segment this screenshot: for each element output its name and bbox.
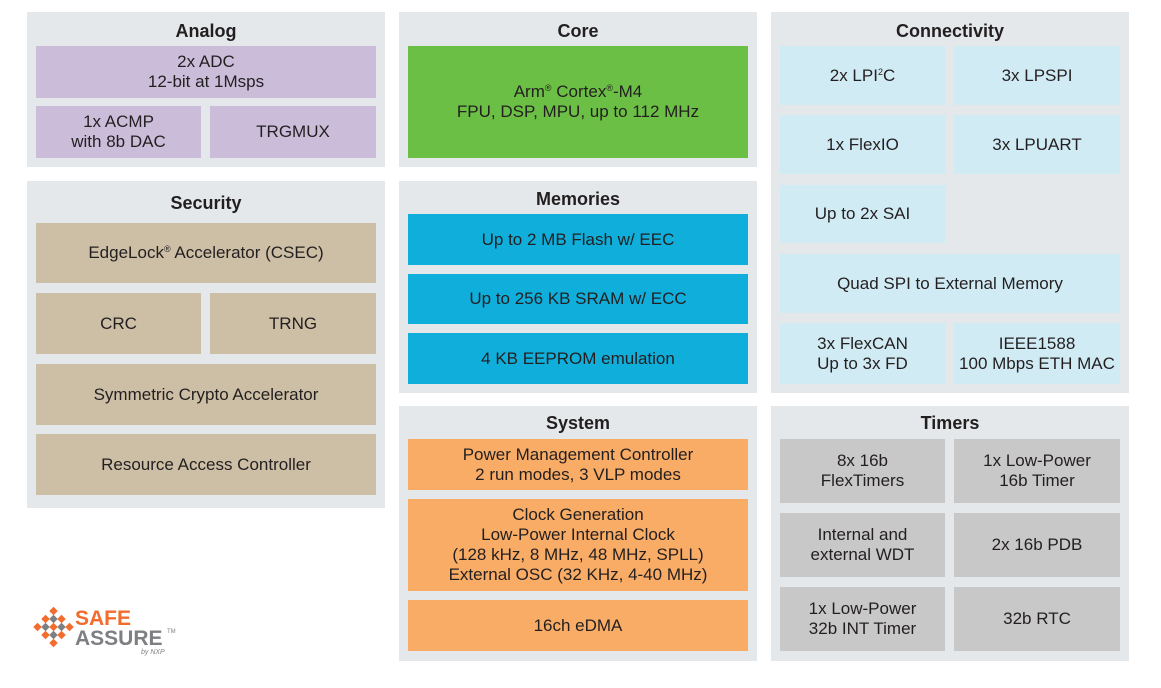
crypto-block: Symmetric Crypto Accelerator	[36, 364, 376, 425]
lpi2c-label: 2x LPI2C	[829, 65, 896, 85]
cpu-m4: -M4	[612, 82, 643, 101]
memories-panel: Memories Up to 2 MB Flash w/ EEC Up to 2…	[399, 181, 757, 393]
logo-byline: by NXP	[141, 649, 165, 656]
system-title: System	[545, 413, 611, 433]
lpi2c-block: 2x LPI2C	[780, 46, 945, 105]
sram-block: Up to 256 KB SRAM w/ ECC	[408, 274, 748, 324]
adc-line: 2x ADC	[177, 52, 235, 71]
flexio-label: 1x FlexIO	[826, 134, 899, 154]
analog-title: Analog	[175, 21, 237, 41]
flexcan-line: 3x FlexCAN	[817, 333, 908, 353]
trgmux-block: TRGMUX	[210, 106, 376, 158]
flexio-block: 1x FlexIO	[780, 115, 945, 174]
cpu-block: Arm® Cortex®-M4 FPU, DSP, MPU, up to 112…	[408, 46, 748, 158]
rtc-block: 32b RTC	[954, 587, 1120, 651]
clock-line: Clock Generation	[512, 505, 644, 524]
csec-block: EdgeLock® Accelerator (CSEC)	[36, 223, 376, 283]
trgmux-label: TRGMUX	[256, 122, 330, 141]
trng-block: TRNG	[210, 293, 376, 354]
rac-label: Resource Access Controller	[101, 454, 311, 474]
system-panel: System Power Management Controller 2 run…	[399, 406, 757, 661]
cpu-line2: FPU, DSP, MPU, up to 112 MHz	[456, 102, 700, 121]
logo-safe: SAFE	[75, 607, 131, 630]
core-panel: Core Arm® Cortex®-M4 FPU, DSP, MPU, up t…	[399, 12, 757, 167]
lpspi-block: 3x LPSPI	[954, 46, 1120, 105]
quadspi-block: Quad SPI to External Memory	[780, 254, 1120, 313]
connectivity-title: Connectivity	[895, 21, 1005, 41]
acmp-block: 1x ACMP with 8b DAC	[36, 106, 201, 158]
pmc-block: Power Management Controller 2 run modes,…	[408, 439, 748, 490]
flextimers-block: 8x 16b FlexTimers	[780, 439, 945, 503]
rac-block: Resource Access Controller	[36, 434, 376, 495]
eth-line: IEEE1588	[998, 333, 1076, 353]
lpspi-label: 3x LPSPI	[1001, 65, 1073, 85]
sai-label: Up to 2x SAI	[814, 204, 911, 223]
sai-block: Up to 2x SAI	[780, 185, 945, 243]
flexcan-line: Up to 3x FD	[817, 353, 908, 373]
adc-block: 2x ADC 12-bit at 1Msps	[36, 46, 376, 98]
wdt-block: Internal and external WDT	[780, 513, 945, 577]
crc-label: CRC	[100, 313, 137, 333]
quadspi-label: Quad SPI to External Memory	[837, 273, 1063, 293]
lpuart-block: 3x LPUART	[954, 115, 1120, 174]
flextimers-line: 8x 16b	[836, 451, 889, 470]
eeprom-block: 4 KB EEPROM emulation	[408, 333, 748, 384]
pdb-block: 2x 16b PDB	[954, 513, 1120, 577]
adc-line: 12-bit at 1Msps	[147, 72, 265, 91]
eeprom-label: 4 KB EEPROM emulation	[481, 348, 675, 368]
clock-line: Low-Power Internal Clock	[481, 525, 675, 544]
pmc-line: 2 run modes, 3 VLP modes	[475, 464, 681, 484]
wdt-line: Internal and	[817, 525, 908, 544]
timers-panel: Timers 8x 16b FlexTimers 1x Low-Power 16…	[771, 406, 1129, 661]
registered-mark: ®	[544, 83, 552, 93]
analog-panel: Analog 2x ADC 12-bit at 1Msps 1x ACMP wi…	[27, 12, 385, 167]
crypto-label: Symmetric Crypto Accelerator	[93, 384, 319, 404]
rtc-label: 32b RTC	[1003, 609, 1071, 628]
safe-assure-logo: SAFE ASSURE TM by NXP	[33, 606, 176, 656]
csec-label: EdgeLock® Accelerator (CSEC)	[88, 243, 324, 262]
wdt-line: external WDT	[810, 545, 915, 564]
acmp-line: with 8b DAC	[71, 132, 166, 151]
lptimer-line: 1x Low-Power	[983, 451, 1091, 470]
cpu-cortex: Cortex	[556, 82, 607, 101]
flextimers-line: FlexTimers	[820, 471, 905, 490]
connectivity-panel: Connectivity 2x LPI2C 3x LPSPI 1x FlexIO…	[771, 12, 1129, 393]
memories-title: Memories	[535, 189, 621, 209]
lpuart-label: 3x LPUART	[992, 134, 1082, 154]
sram-label: Up to 256 KB SRAM w/ ECC	[469, 289, 687, 308]
eth-line: 100 Mbps ETH MAC	[959, 353, 1115, 373]
clock-block: Clock Generation Low-Power Internal Cloc…	[408, 499, 748, 591]
logo-assure: ASSURE	[75, 627, 163, 650]
trng-label: TRNG	[268, 313, 318, 333]
registered-mark: ®	[606, 83, 613, 93]
cpu-arm: Arm	[513, 82, 545, 101]
pmc-line: Power Management Controller	[462, 444, 694, 464]
lpit-line: 32b INT Timer	[808, 619, 917, 638]
security-panel: Security EdgeLock® Accelerator (CSEC) CR…	[27, 181, 385, 508]
lptimer-block: 1x Low-Power 16b Timer	[954, 439, 1120, 503]
lpit-line: 1x Low-Power	[808, 599, 917, 618]
security-title: Security	[170, 193, 242, 213]
pdb-label: 2x 16b PDB	[991, 535, 1083, 554]
flash-label: Up to 2 MB Flash w/ EEC	[481, 229, 675, 249]
edma-block: 16ch eDMA	[408, 600, 748, 651]
logo-tm: TM	[167, 629, 176, 635]
edma-label: 16ch eDMA	[533, 615, 623, 635]
acmp-line: 1x ACMP	[83, 112, 154, 131]
crc-block: CRC	[36, 293, 201, 354]
core-title: Core	[557, 21, 599, 41]
clock-line: External OSC (32 KHz, 4-40 MHz)	[448, 565, 708, 584]
clock-line: (128 kHz, 8 MHz, 48 MHz, SPLL)	[452, 545, 704, 564]
lpit-block: 1x Low-Power 32b INT Timer	[780, 587, 945, 651]
eth-block: IEEE1588 100 Mbps ETH MAC	[954, 323, 1120, 384]
lptimer-line: 16b Timer	[999, 471, 1075, 490]
flexcan-block: 3x FlexCAN Up to 3x FD	[780, 323, 945, 384]
timers-title: Timers	[920, 413, 980, 433]
registered-mark: ®	[163, 244, 171, 254]
cpu-line1: Arm® Cortex®-M4	[514, 82, 643, 102]
diamond-mark-icon	[33, 606, 74, 648]
flash-block: Up to 2 MB Flash w/ EEC	[408, 214, 748, 265]
